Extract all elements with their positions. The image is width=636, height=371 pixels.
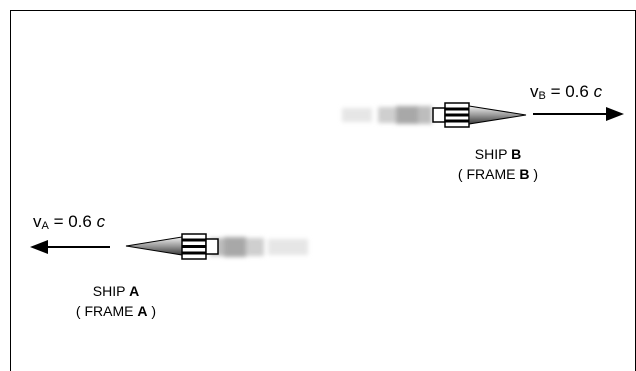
ship-word: SHIP — [474, 146, 512, 162]
frame-close: ) — [529, 166, 539, 182]
ship-a-caption: SHIP A ( FRAME A ) — [56, 281, 176, 321]
ship-b-body — [432, 102, 527, 128]
velocity-symbol: v — [33, 212, 42, 231]
speed-of-light-symbol: c — [96, 212, 106, 231]
ship-a-name: SHIP A — [56, 281, 176, 301]
ship-b-velocity-arrow — [533, 107, 624, 121]
frame-letter: B — [519, 166, 530, 182]
velocity-equals: = 0.6 — [48, 212, 97, 231]
frame-close: ) — [147, 303, 157, 319]
ship-b-name: SHIP B — [438, 144, 558, 164]
ship-b-velocity-label: vB = 0.6 c — [530, 82, 602, 102]
ship-letter: A — [129, 283, 140, 299]
frame-open: ( FRAME — [75, 303, 138, 319]
frame-open: ( FRAME — [457, 166, 520, 182]
ship-a-body — [125, 233, 219, 260]
speed-of-light-symbol: c — [593, 82, 603, 101]
ship-b-exhaust — [342, 106, 432, 124]
velocity-subscript: A — [41, 220, 49, 232]
frame-letter: A — [137, 303, 148, 319]
ship-a-velocity-label: vA = 0.6 c — [33, 212, 105, 232]
ship-letter: B — [511, 146, 522, 162]
velocity-equals: = 0.6 — [545, 82, 594, 101]
ship-b-caption: SHIP B ( FRAME B ) — [438, 144, 558, 184]
ship-b-frame: ( FRAME B ) — [438, 164, 558, 184]
ship-a-velocity-arrow — [30, 240, 110, 254]
ship-a-frame: ( FRAME A ) — [56, 301, 176, 321]
velocity-symbol: v — [530, 82, 539, 101]
velocity-subscript: B — [538, 90, 546, 102]
ship-word: SHIP — [92, 283, 130, 299]
ship-a-exhaust — [210, 237, 308, 257]
